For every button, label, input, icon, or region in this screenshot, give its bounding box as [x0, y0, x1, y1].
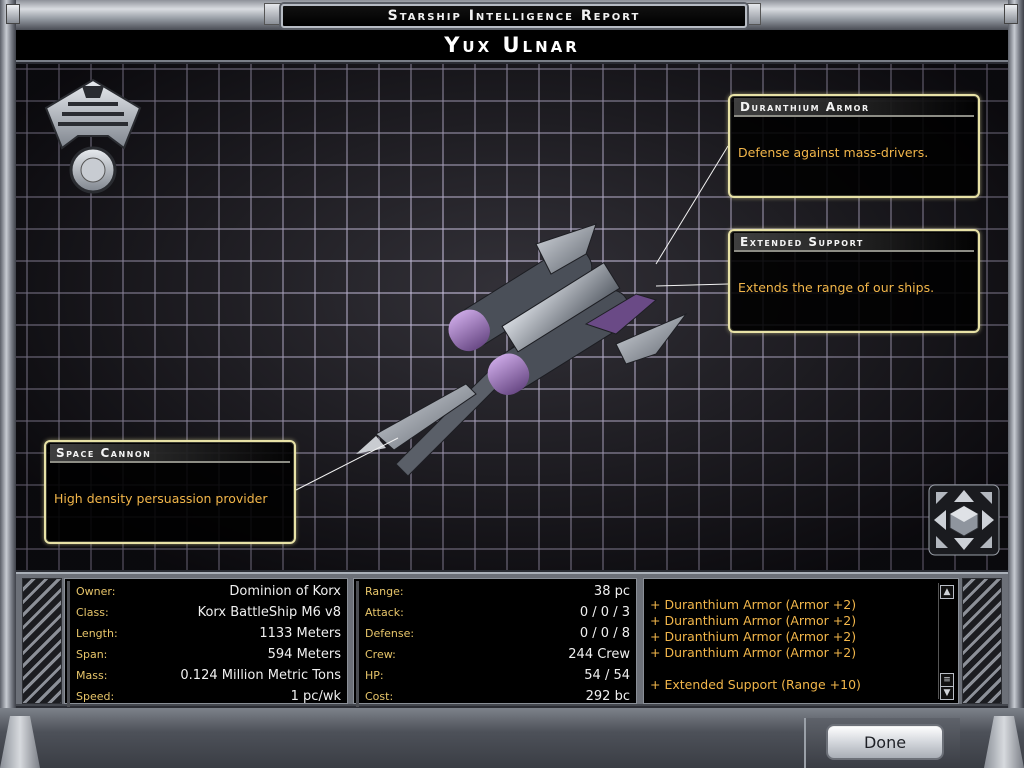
stat-value: 292 bc — [585, 689, 630, 704]
corner-bolt-right — [1004, 4, 1018, 24]
stat-label: Owner: — [76, 585, 116, 598]
callout-description: Defense against mass-drivers. — [738, 145, 929, 160]
stat-label: Defense: — [365, 627, 415, 640]
stat-value: 1133 Meters — [259, 626, 341, 641]
stat-row-range: Range: 38 pc — [356, 581, 636, 602]
callout-title: Space Cannon — [50, 444, 290, 463]
callout-extended-support: Extended Support Extends the range of ou… — [728, 229, 980, 333]
list-item: + Duranthium Armor (Armor +2) — [650, 629, 857, 644]
stat-value: 244 Crew — [568, 647, 630, 662]
done-button[interactable]: Done — [826, 724, 944, 760]
stat-row-defense: Defense: 0 / 0 / 8 — [356, 623, 636, 644]
title-plate-cap-left — [264, 3, 282, 25]
ship-name-header: Yux Ulnar — [16, 30, 1008, 62]
stat-row-attack: Attack: 0 / 0 / 3 — [356, 602, 636, 623]
ship-model[interactable] — [336, 204, 696, 484]
callout-title: Extended Support — [734, 233, 974, 252]
module-list-panel[interactable]: + Duranthium Armor (Armor +2) + Duranthi… — [643, 578, 959, 704]
list-item: + Duranthium Armor (Armor +2) — [650, 597, 857, 612]
callout-space-cannon: Space Cannon High density persuassion pr… — [44, 440, 296, 544]
stat-value: 0 / 0 / 3 — [579, 605, 630, 620]
stat-label: Class: — [76, 606, 109, 619]
stat-label: Attack: — [365, 606, 404, 619]
stat-label: Cost: — [365, 690, 394, 703]
report-title-plate: Starship Intelligence Report — [281, 4, 747, 28]
stat-value: 594 Meters — [267, 647, 341, 662]
stat-row-crew: Crew: 244 Crew — [356, 644, 636, 665]
scroll-thumb[interactable]: ≡ — [940, 673, 954, 687]
stat-row-mass: Mass: 0.124 Million Metric Tons — [67, 665, 347, 686]
module-list: + Duranthium Armor (Armor +2) + Duranthi… — [650, 597, 930, 693]
ship-name: Yux Ulnar — [444, 33, 580, 57]
stat-row-span: Span: 594 Meters — [67, 644, 347, 665]
stat-row-owner: Owner: Dominion of Korx — [67, 581, 347, 602]
stat-row-class: Class: Korx BattleShip M6 v8 — [67, 602, 347, 623]
stat-value: 0.124 Million Metric Tons — [180, 668, 341, 683]
stat-row-speed: Speed: 1 pc/wk — [67, 686, 347, 707]
list-item: + Duranthium Armor (Armor +2) — [650, 613, 857, 628]
rotate-view-icon[interactable] — [928, 484, 1000, 556]
hatch-decoration-left — [22, 578, 62, 704]
callout-description: Extends the range of our ships. — [738, 280, 935, 295]
right-frame — [1008, 0, 1024, 768]
hatch-decoration-right — [962, 578, 1002, 704]
ship-combat-panel: Range: 38 pc Attack: 0 / 0 / 3 Defense: … — [353, 578, 637, 707]
stat-label: Crew: — [365, 648, 396, 661]
ship-viewport[interactable]: Duranthium Armor Defense against mass-dr… — [16, 64, 1008, 570]
chevron-up-icon[interactable]: ▲ — [940, 585, 954, 599]
left-frame — [0, 0, 16, 768]
stat-row-length: Length: 1133 Meters — [67, 623, 347, 644]
stat-label: Span: — [76, 648, 108, 661]
stat-label: Range: — [365, 585, 404, 598]
list-item: + Extended Support (Range +10) — [650, 677, 861, 692]
callout-title: Duranthium Armor — [734, 98, 974, 117]
faction-emblem-icon — [44, 78, 142, 194]
stat-value: Dominion of Korx — [229, 584, 341, 599]
ship-info-panel: Owner: Dominion of Korx Class: Korx Batt… — [64, 578, 348, 707]
list-spacer — [650, 661, 930, 677]
stat-value: Korx BattleShip M6 v8 — [197, 605, 341, 620]
stat-value: 1 pc/wk — [290, 689, 341, 704]
stat-label: Length: — [76, 627, 118, 640]
stat-label: Mass: — [76, 669, 108, 682]
callout-description: High density persuassion provider — [54, 491, 268, 506]
report-title: Starship Intelligence Report — [387, 8, 641, 24]
callout-duranthium-armor: Duranthium Armor Defense against mass-dr… — [728, 94, 980, 198]
stat-label: Speed: — [76, 690, 115, 703]
stat-value: 38 pc — [593, 584, 630, 599]
stat-row-hp: HP: 54 / 54 — [356, 665, 636, 686]
chevron-down-icon[interactable]: ▼ — [940, 686, 954, 700]
corner-bolt-left — [6, 4, 20, 24]
stat-label: HP: — [365, 669, 384, 682]
ship-stats-band: Owner: Dominion of Korx Class: Korx Batt… — [16, 572, 1008, 707]
list-item: + Duranthium Armor (Armor +2) — [650, 645, 857, 660]
stat-value: 0 / 0 / 8 — [579, 626, 630, 641]
module-list-scrollbar[interactable]: ▲ ≡ ▼ — [938, 583, 954, 700]
stat-row-cost: Cost: 292 bc — [356, 686, 636, 707]
stat-value: 54 / 54 — [584, 668, 630, 683]
